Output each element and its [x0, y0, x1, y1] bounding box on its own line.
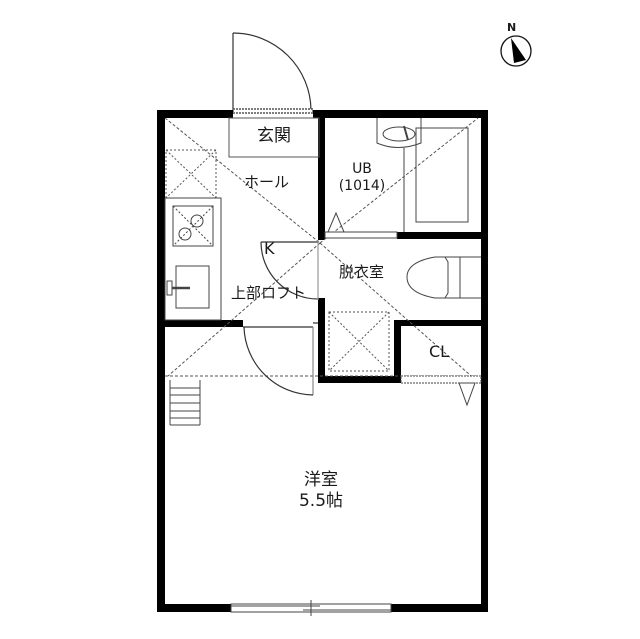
room-label-dressing-room: 脱衣室: [339, 263, 385, 281]
room-label-western-room: 洋室: [304, 470, 338, 490]
toilet: [406, 256, 481, 299]
room-label-loft: 上部ロフト: [231, 284, 307, 302]
compass-north-label: N: [507, 21, 517, 34]
loft-dashed-lines: [164, 117, 481, 383]
entrance-door: [232, 32, 314, 114]
kitchen-door: [260, 240, 319, 300]
washer-space: [328, 311, 390, 372]
shoe-cabinet: [165, 149, 217, 199]
unit-bath-size: (1014): [338, 178, 386, 194]
unit-bath-fixtures: [324, 118, 469, 239]
outer-walls: [157, 110, 488, 612]
closet-door: [400, 375, 482, 407]
kitchen-counter: [164, 197, 222, 321]
room-label-closet: CL: [429, 342, 450, 361]
loft-ladder: [169, 380, 201, 426]
western-room-size: 5.5帖: [298, 491, 344, 511]
room-label-hall: ホール: [244, 173, 290, 191]
room-door: [243, 322, 318, 396]
north-arrow-icon: [500, 35, 532, 67]
room-label-genkan: 玄関: [257, 126, 291, 146]
interior-walls: [165, 118, 481, 383]
room-label-kitchen: K: [264, 239, 275, 258]
room-label-unit-bath: UB: [352, 161, 372, 177]
genkan-box: [228, 117, 320, 158]
window: [230, 600, 392, 616]
